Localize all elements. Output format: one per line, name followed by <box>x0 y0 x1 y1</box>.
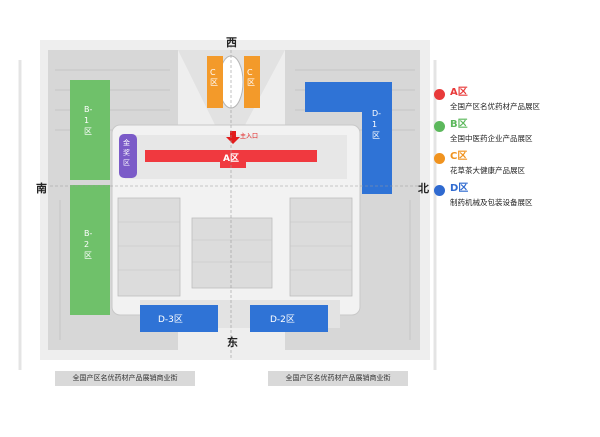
legend-desc-b: 全国中医药企业产品展区 <box>450 134 533 143</box>
zone-gold-label: 金奖区 <box>123 139 130 167</box>
zone-d2 <box>250 305 328 332</box>
entrance-arrow-icon <box>226 131 240 144</box>
zone-a-center <box>220 150 246 168</box>
direction-east: 东 <box>227 336 238 349</box>
hall-block-west <box>117 197 181 297</box>
zone-c-left-label: C区 <box>210 68 218 87</box>
legend-title-a: A区 <box>450 87 468 98</box>
legend-title-b: B区 <box>450 119 468 130</box>
legend-item-a: A区 全国产区名优药材产品展区 <box>434 86 594 116</box>
zone-c-right-label: C区 <box>247 68 255 87</box>
street-label-right: 全国产区名优药材产品展销商业街 <box>268 371 408 386</box>
zone-b2-label: B-2区 <box>84 229 93 260</box>
zone-c-left <box>207 56 223 108</box>
zone-b1 <box>70 80 110 180</box>
legend-dot-c <box>434 153 445 164</box>
legend-item-d: D区 制药机械及包装设备展区 <box>434 182 594 212</box>
zone-d1-label: D-1区 <box>372 109 382 140</box>
legend-title-d: D区 <box>450 183 469 194</box>
zone-d3-label: D-3区 <box>158 315 183 325</box>
legend-dot-b <box>434 121 445 132</box>
zone-c-right <box>244 56 260 108</box>
zone-a-label: A区 <box>223 154 239 164</box>
legend-item-c: C区 花草茶大健康产品展区 <box>434 150 594 180</box>
zone-d1-top <box>305 82 365 112</box>
legend-item-b: B区 全国中医药企业产品展区 <box>434 118 594 148</box>
legend-dot-a <box>434 89 445 100</box>
zone-d3 <box>140 305 218 332</box>
legend-desc-c: 花草茶大健康产品展区 <box>450 166 525 175</box>
zone-d2-label: D-2区 <box>270 315 295 325</box>
legend-dot-d <box>434 185 445 196</box>
legend-desc-d: 制药机械及包装设备展区 <box>450 198 533 207</box>
legend-title-c: C区 <box>450 151 468 162</box>
zone-b2 <box>70 185 110 315</box>
direction-north: 北 <box>418 182 429 195</box>
hall-block-center <box>191 217 273 289</box>
entrance-label: 主入口 <box>240 133 259 140</box>
zone-b1-label: B-1区 <box>84 105 93 136</box>
direction-south: 南 <box>36 182 47 195</box>
street-label-left: 全国产区名优药材产品展销商业街 <box>55 371 195 386</box>
zone-d1 <box>362 82 392 194</box>
hall-block-east <box>289 197 353 297</box>
direction-west: 西 <box>226 36 237 49</box>
legend-desc-a: 全国产区名优药材产品展区 <box>450 102 540 111</box>
zone-gold <box>119 134 137 178</box>
